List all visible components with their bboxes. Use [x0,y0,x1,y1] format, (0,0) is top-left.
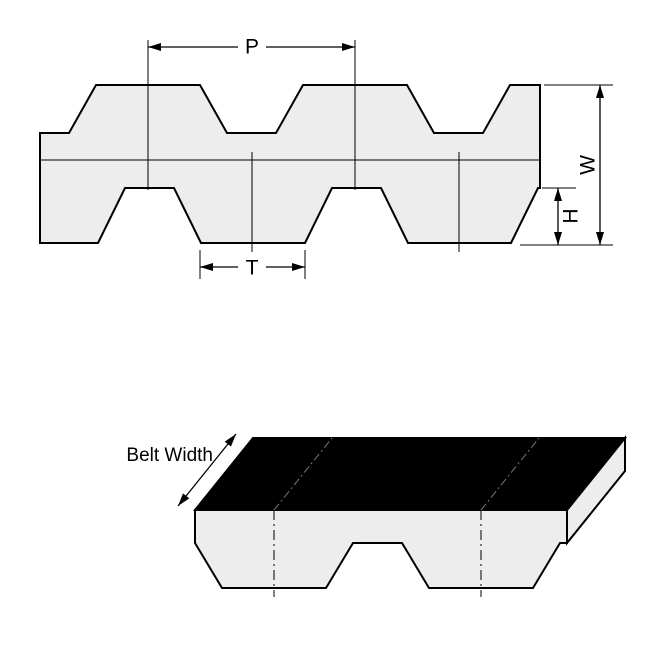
width-label: W [577,155,600,175]
tooth-label: T [246,257,259,280]
belt-width-label: Belt Width [126,445,213,466]
belt-cross-section [39,84,541,244]
belt-3d-front-face [194,509,568,589]
belt-3d-top-face [192,437,628,511]
pitch-label: P [245,36,259,59]
belt-width-arrow [177,433,237,507]
height-label: H [560,208,583,223]
